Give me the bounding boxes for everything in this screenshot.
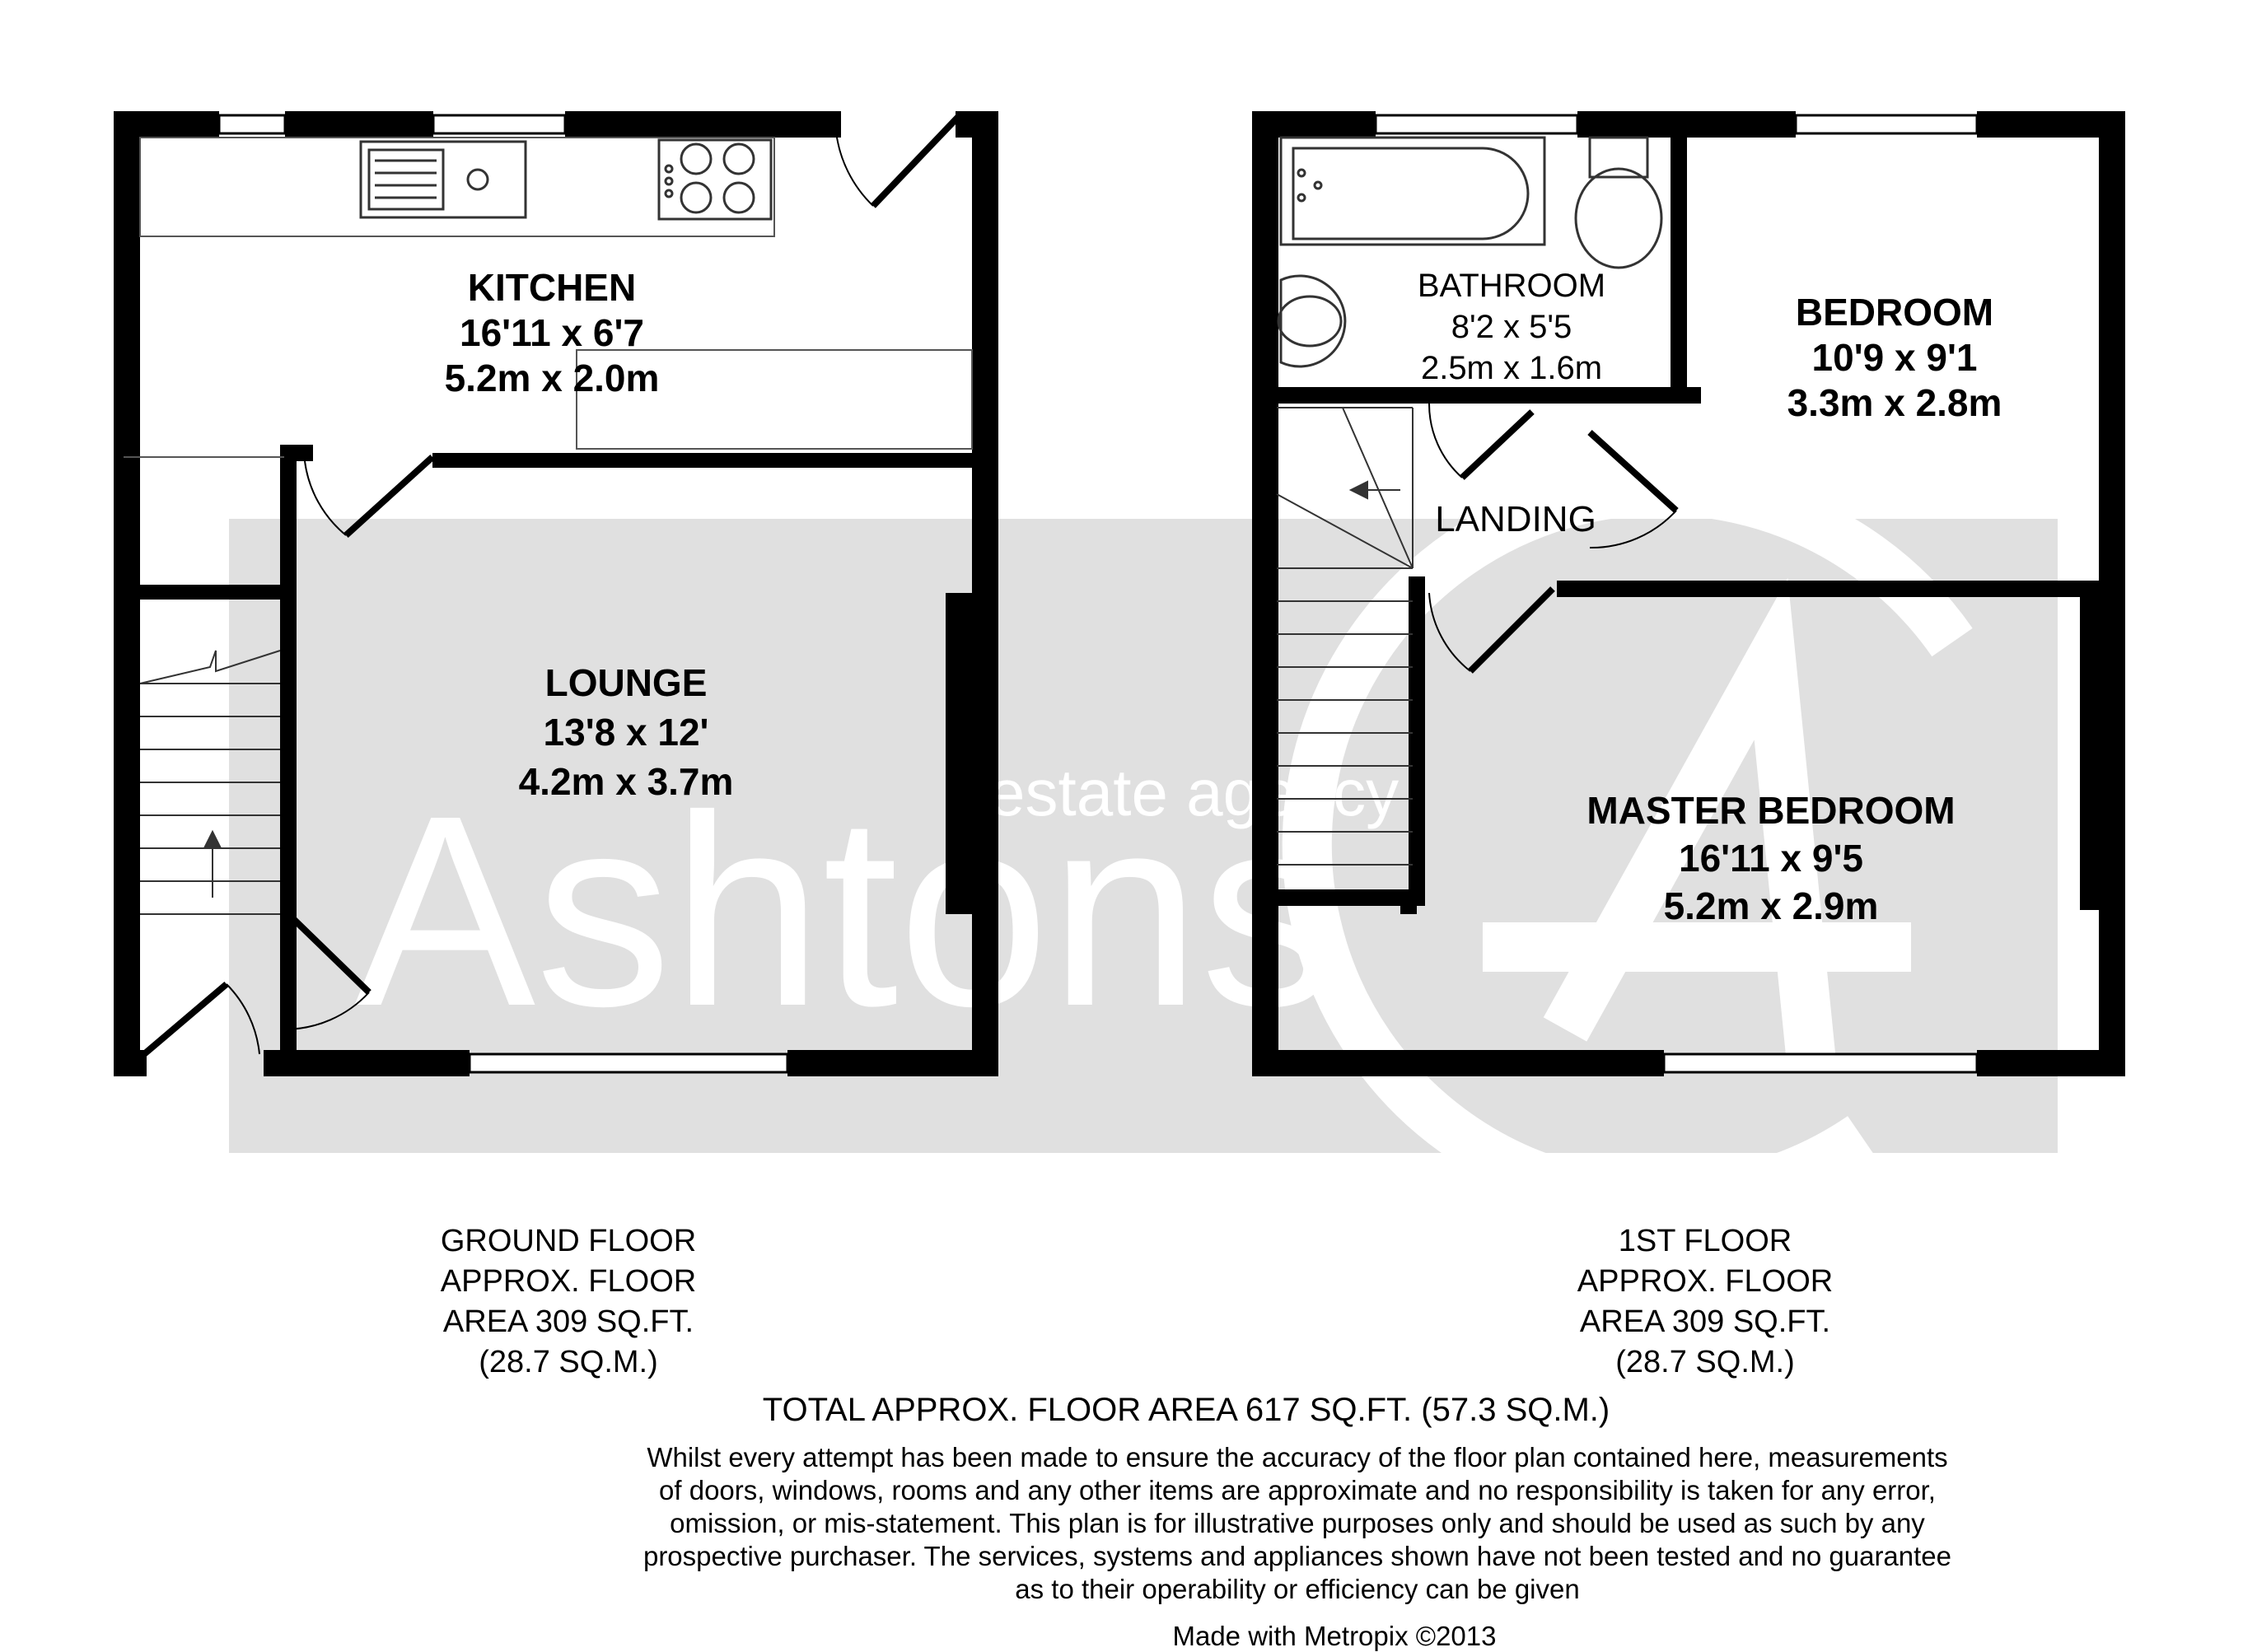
room-size-imperial-bedroom: 10'9 x 9'1 [1812,336,1978,379]
room-name-bathroom: BATHROOM [1418,268,1605,304]
disclaimer-line: of doors, windows, rooms and any other i… [659,1475,1936,1505]
caption-line: (28.7 SQ.M.) [479,1345,658,1379]
ground-floor-plan [114,111,998,1076]
watermark-logo [1282,465,1973,1224]
watermark-brand: Ashtons [354,758,1336,1062]
disclaimer-line: as to their operability or efficiency ca… [1015,1574,1580,1604]
room-name-master-bedroom: MASTER BEDROOM [1586,789,1955,832]
caption-line: AREA 309 SQ.FT. [1579,1304,1831,1339]
first-floor-doors [1428,403,1679,674]
disclaimer-line: Whilst every attempt has been made to en… [647,1442,1948,1472]
ground-floor-stairs [139,650,281,915]
room-size-imperial-bathroom: 8'2 x 5'5 [1451,309,1572,345]
basin-icon [1277,274,1347,368]
room-name-bedroom: BEDROOM [1796,291,1993,334]
room-size-imperial-master-bedroom: 16'11 x 9'5 [1679,837,1863,880]
caption-line: 1ST FLOOR [1618,1224,1792,1258]
first-floor-windows [1374,114,1979,1074]
room-name-lounge: LOUNGE [545,661,708,704]
first-floor-area-caption: 1ST FLOOR APPROX. FLOOR AREA 309 SQ.FT. … [1491,1221,1919,1383]
ground-floor-doors [142,113,962,1057]
room-size-metric-lounge: 4.2m x 3.7m [519,760,734,803]
ground-floor-walls [114,111,998,1076]
room-labels: KITCHEN 16'11 x 6'7 5.2m x 2.0m LOUNGE 1… [445,266,2002,927]
caption-line: (28.7 SQ.M.) [1615,1345,1795,1379]
caption-line: APPROX. FLOOR [1577,1264,1834,1299]
room-size-imperial-lounge: 13'8 x 12' [544,711,709,754]
watermark-band [229,519,2058,1153]
first-floor-walls [1252,111,2125,1076]
disclaimer: Whilst every attempt has been made to en… [527,1441,2068,1606]
bath-icon [1279,136,1546,246]
caption-line: APPROX. FLOOR [440,1264,697,1299]
toilet-icon [1574,136,1663,269]
room-size-metric-bathroom: 2.5m x 1.6m [1421,350,1602,386]
watermark: Ashtons estate agency [229,465,2058,1224]
room-name-landing: LANDING [1435,499,1596,539]
sink-icon [359,140,527,219]
kitchen-worktop [124,137,973,458]
room-size-metric-master-bedroom: 5.2m x 2.9m [1664,884,1879,927]
disclaimer-line: omission, or mis-statement. This plan is… [670,1508,1925,1538]
metropix-credit: Made with Metropix ©2013 [1172,1621,1497,1651]
ground-floor-windows [217,114,789,1074]
room-size-imperial-kitchen: 16'11 x 6'7 [460,311,644,354]
caption-line: AREA 309 SQ.FT. [442,1304,694,1339]
room-size-metric-kitchen: 5.2m x 2.0m [445,357,660,399]
ground-floor-area-caption: GROUND FLOOR APPROX. FLOOR AREA 309 SQ.F… [354,1221,783,1383]
first-floor-plan [1252,111,2125,1076]
room-size-metric-bedroom: 3.3m x 2.8m [1787,381,2002,424]
room-name-kitchen: KITCHEN [468,266,636,309]
disclaimer-line: prospective purchaser. The services, sys… [643,1541,1952,1571]
first-floor-stairs [1276,407,1414,866]
total-floor-area: TOTAL APPROX. FLOOR AREA 617 SQ.FT. (57.… [762,1392,1610,1428]
cooker-icon [657,138,773,221]
caption-line: GROUND FLOOR [440,1224,697,1258]
